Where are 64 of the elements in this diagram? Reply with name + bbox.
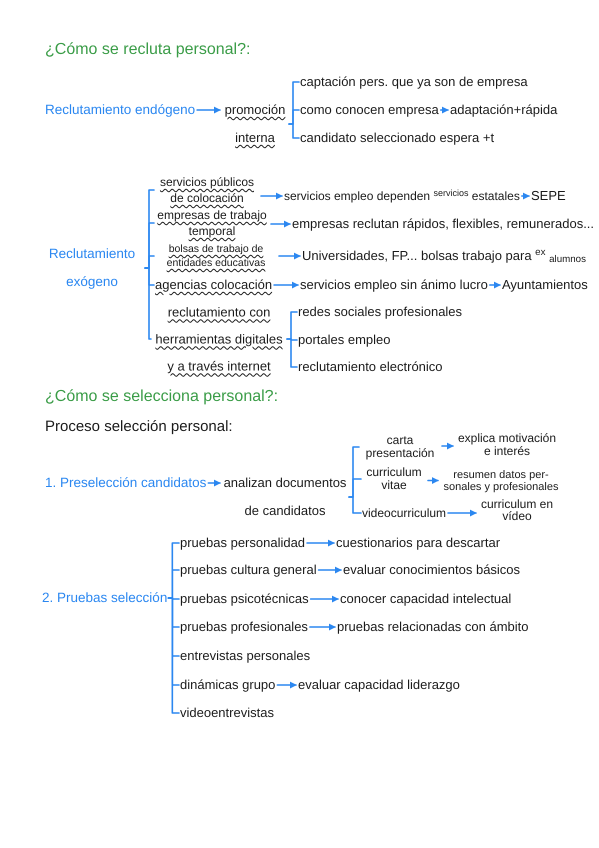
bracket-line	[286, 338, 298, 368]
item-label: videocurriculum	[362, 505, 446, 521]
arrow	[521, 192, 530, 200]
arrow	[318, 566, 342, 574]
arrow	[278, 252, 301, 260]
item-label: evaluar conocimientos básicos	[343, 561, 520, 579]
item-label: empresas reclutan rápidos, flexibles, remunerados...	[292, 215, 594, 233]
arrow	[276, 682, 297, 688]
arrow	[440, 106, 449, 114]
bracket-line	[144, 267, 152, 340]
item-label: agencias colocación	[155, 276, 272, 294]
item-label: reclutamiento electrónico	[298, 358, 443, 376]
item-label: pruebas profesionales	[180, 618, 308, 636]
item-label: dinámicas grupo	[180, 676, 276, 694]
item-label: pruebas relacionadas con ámbito	[337, 618, 529, 636]
item-label: pruebas psicotécnicas	[180, 590, 309, 608]
topic-label: 2. Pruebas selección	[42, 589, 168, 607]
bracket-line	[288, 123, 300, 139]
item-label: curriculum vitae	[362, 466, 426, 492]
arrow	[306, 540, 335, 546]
arrow	[260, 192, 283, 200]
item-label: empresas de trabajo temporal	[155, 207, 269, 239]
arrow	[447, 510, 477, 516]
item-label: redes sociales profesionales	[298, 303, 462, 321]
topic-label: Reclutamiento exógeno	[40, 240, 144, 296]
item-label: pruebas cultura general	[180, 561, 317, 579]
item-label: entrevistas personales	[180, 647, 310, 665]
bracket-line	[168, 597, 180, 714]
item-label: adaptación+rápida	[450, 101, 558, 119]
item-label: Ayuntamientos	[502, 276, 588, 294]
section-heading: ¿Cómo se selecciona personal?:	[45, 387, 278, 407]
item-label: servicios empleo dependen $^{servicios}$ estatales	[284, 187, 520, 205]
item-label: evaluar capacidad liderazgo	[298, 676, 460, 694]
item-label: SEPE	[531, 187, 566, 205]
item-label: captación pers. que ya son de empresa	[300, 73, 528, 91]
item-label: bolsas de trabajo de entidades educativas	[155, 242, 277, 270]
item-label: videoentrevistas	[180, 704, 274, 722]
arrow	[309, 624, 336, 630]
item-label: servicios empleo sin ánimo lucro	[300, 276, 488, 294]
item-label: como conocen empresa	[300, 101, 439, 119]
arrow	[273, 282, 299, 288]
arrow	[441, 442, 454, 450]
item-label: reclutamiento con herramientas digitales y a través internet	[152, 298, 286, 380]
item-label: resumen datos per- sonales y profesionales	[440, 469, 562, 493]
arrow	[489, 282, 501, 288]
arrow	[196, 106, 221, 114]
item-label: curriculum en vídeo	[478, 498, 556, 522]
item-label: cuestionarios para descartar	[336, 534, 500, 552]
item-label: portales empleo	[298, 331, 390, 349]
arrow	[427, 477, 439, 484]
arrow	[270, 220, 291, 228]
item-label: conocer capacidad intelectual	[340, 590, 512, 608]
arrow	[208, 480, 221, 486]
item-label: promoción interna	[222, 96, 288, 152]
item-label: carta presentación	[360, 434, 440, 460]
item-label: pruebas personalidad	[180, 534, 306, 552]
heading: ¿Cómo se recluta personal?:	[45, 40, 250, 60]
item-label: candidato seleccionado espera +t	[300, 129, 494, 147]
bracket-line	[348, 496, 362, 514]
item-label: explica motivación e interés	[455, 432, 559, 458]
arrow	[310, 596, 339, 602]
topic-label: Reclutamiento endógeno	[45, 101, 196, 119]
subheading: Proceso selección personal:	[45, 417, 233, 437]
topic-label: 1. Preselección candidatos	[45, 474, 206, 492]
